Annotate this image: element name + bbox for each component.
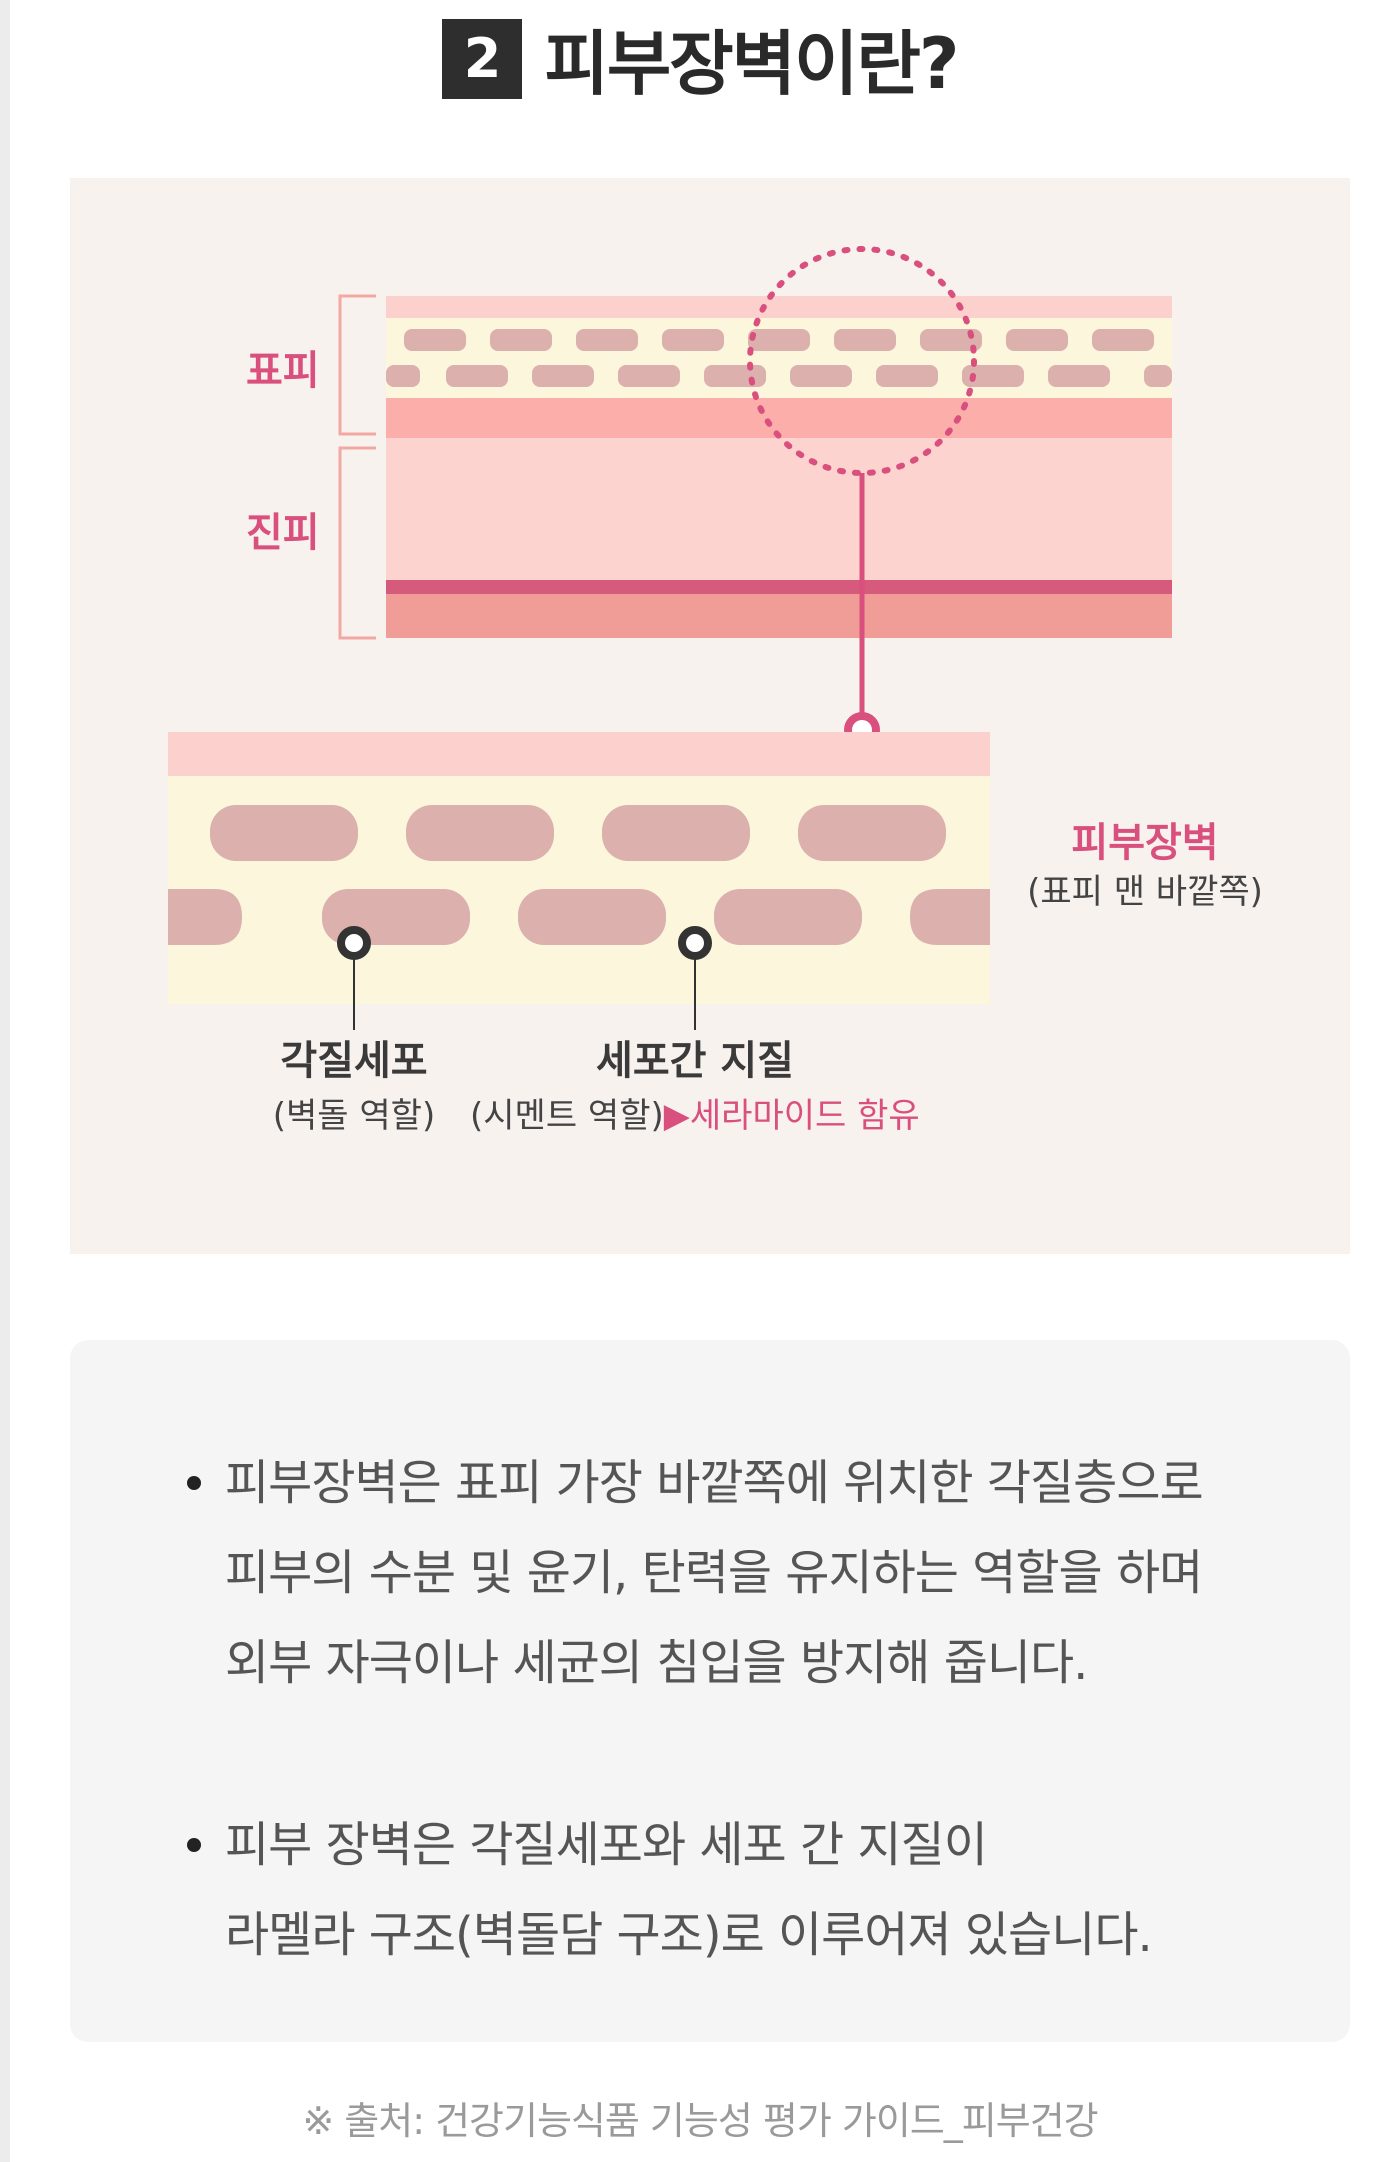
corneocyte-sublabel: (벽돌 역할): [272, 1096, 436, 1136]
bullet-dot-icon: [187, 1476, 201, 1490]
barrier-label: 피부장벽: [1071, 820, 1219, 866]
skin-barrier-diagram: 표피 진피 피부장벽 (표피 맨 바깥쪽) 각질세포 (벽돌 역할) 세포간 지…: [70, 178, 1350, 1254]
upper-corneocytes: [386, 329, 1172, 387]
section-title: 피부장벽이란?: [544, 23, 959, 105]
skin-layers-illustration: [168, 246, 1172, 1030]
zoomed-barrier: [168, 732, 990, 1030]
layer-brackets: [338, 294, 376, 640]
barrier-sublabel: (표피 맨 바깥쪽): [1027, 872, 1263, 912]
bullet-1-line-2: 피부의 수분 및 윤기, 탄력을 유지하는 역할을 하며: [225, 1545, 1203, 1601]
dermis-label: 진피: [246, 510, 320, 556]
bullet-dot-icon: [187, 1838, 201, 1852]
ceramide-highlight: ▶세라마이드 함유: [663, 1096, 920, 1136]
lipid-label: 세포간 지질: [596, 1038, 794, 1084]
lipid-sublabel: (시멘트 역할)▶세라마이드 함유: [470, 1088, 920, 1137]
info-box: 피부장벽은 표피 가장 바깥쪽에 위치한 각질층으로 피부의 수분 및 윤기, …: [70, 1340, 1350, 2042]
bullet-2-line-1: 피부 장벽은 각질세포와 세포 간 지질이: [225, 1817, 988, 1873]
corneocyte-label: 각질세포: [280, 1038, 428, 1084]
epidermis-label: 표피: [246, 348, 320, 394]
source-citation: ※ 출처: 건강기능식품 기능성 평가 가이드_피부건강: [302, 2099, 1098, 2143]
left-edge-bar: [0, 0, 10, 2162]
bullet-1-line-1: 피부장벽은 표피 가장 바깥쪽에 위치한 각질층으로: [225, 1455, 1204, 1511]
skin-cross-section: [386, 246, 1172, 748]
section-heading: 2 피부장벽이란?: [0, 8, 1400, 109]
section-number-badge: 2: [442, 18, 523, 99]
bullet-1-line-3: 외부 자극이나 세균의 침입을 방지해 줍니다.: [225, 1635, 1088, 1691]
info-bullet-2: 피부 장벽은 각질세포와 세포 간 지질이 라멜라 구조(벽돌담 구조)로 이루…: [187, 1800, 1153, 1980]
lipid-role: (시멘트 역할): [470, 1096, 664, 1136]
bullet-2-line-2: 라멜라 구조(벽돌담 구조)로 이루어져 있습니다.: [225, 1907, 1153, 1963]
info-bullet-1: 피부장벽은 표피 가장 바깥쪽에 위치한 각질층으로 피부의 수분 및 윤기, …: [187, 1438, 1204, 1708]
zoomed-corneocytes: [168, 805, 990, 945]
